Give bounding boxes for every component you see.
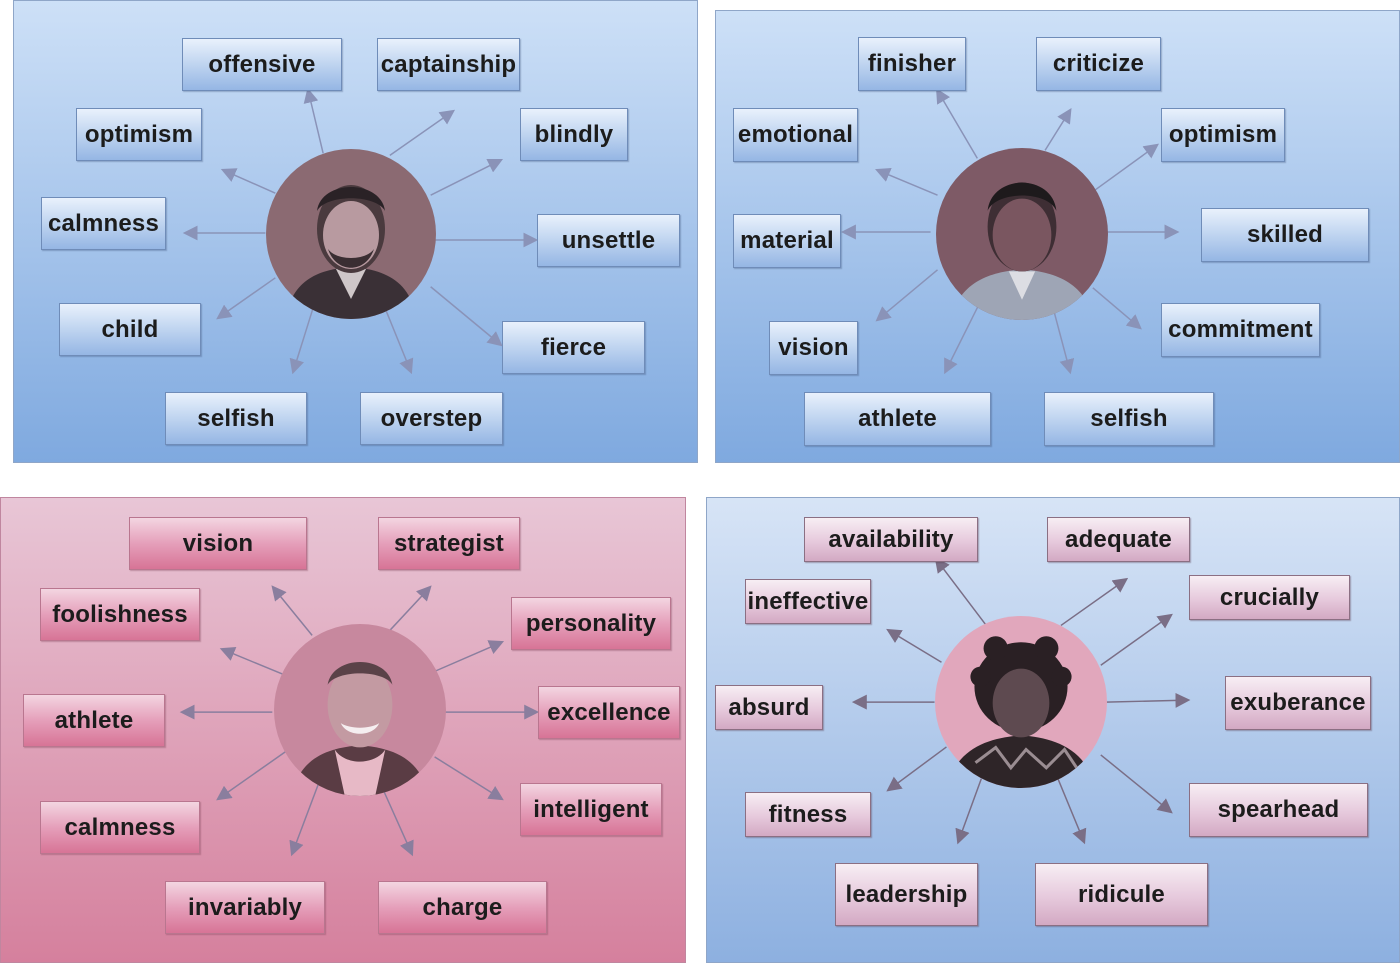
keyword-box: vision: [769, 321, 858, 375]
portrait-photo: [936, 148, 1108, 320]
keyword-box: vision: [129, 517, 307, 570]
keyword-box: availability: [804, 517, 978, 562]
person-silhouette-icon: [274, 624, 446, 796]
keyword-box: optimism: [76, 108, 202, 161]
person-silhouette-icon: [936, 148, 1108, 320]
keyword-box: selfish: [165, 392, 307, 445]
person-silhouette-icon: [266, 149, 436, 319]
keyword-box: spearhead: [1189, 783, 1368, 837]
keyword-box: material: [733, 214, 841, 268]
portrait-photo: [274, 624, 446, 796]
arrows-panel-2: [840, 88, 1180, 375]
keyword-box: child: [59, 303, 201, 356]
panel-2: finisher criticize emotional optimism ma…: [715, 10, 1400, 463]
keyword-box: ineffective: [745, 579, 871, 624]
keyword-box: invariably: [165, 881, 325, 934]
keyword-box: leadership: [835, 863, 978, 926]
arrows-panel-4: [851, 557, 1191, 845]
keyword-box: fitness: [745, 792, 871, 837]
arrows-panel-3: [179, 585, 540, 857]
keyword-box: foolishness: [40, 588, 200, 641]
panel-1: offensive captainship optimism blindly c…: [13, 0, 698, 463]
keyword-box: skilled: [1201, 208, 1369, 262]
keyword-box: unsettle: [537, 214, 680, 267]
panel-3: vision strategist foolishness personalit…: [0, 497, 686, 963]
keyword-box: adequate: [1047, 517, 1190, 562]
keyword-box: emotional: [733, 108, 858, 162]
arrows-panel-1: [182, 87, 539, 375]
keyword-box: exuberance: [1225, 676, 1371, 730]
keyword-box: calmness: [41, 197, 166, 250]
keyword-box: overstep: [360, 392, 503, 445]
person-silhouette-icon: [935, 616, 1107, 788]
keyword-box: absurd: [715, 685, 823, 730]
keyword-box: optimism: [1161, 108, 1285, 162]
keyword-box: crucially: [1189, 575, 1350, 620]
keyword-box: charge: [378, 881, 547, 934]
keyword-box: personality: [511, 597, 671, 650]
keyword-box: fierce: [502, 321, 645, 374]
portrait-photo: [266, 149, 436, 319]
keyword-box: selfish: [1044, 392, 1214, 446]
keyword-box: excellence: [538, 686, 680, 739]
keyword-box: calmness: [40, 801, 200, 854]
keyword-box: finisher: [858, 37, 966, 91]
keyword-box: athlete: [804, 392, 991, 446]
keyword-box: intelligent: [520, 783, 662, 836]
portrait-photo: [935, 616, 1107, 788]
keyword-box: captainship: [377, 38, 520, 91]
panel-4: availability adequate ineffective crucia…: [706, 497, 1400, 963]
keyword-box: criticize: [1036, 37, 1161, 91]
keyword-box: ridicule: [1035, 863, 1208, 926]
keyword-box: blindly: [520, 108, 628, 161]
keyword-box: athlete: [23, 694, 165, 747]
keyword-box: strategist: [378, 517, 520, 570]
keyword-box: offensive: [182, 38, 342, 91]
keyword-box: commitment: [1161, 303, 1320, 357]
